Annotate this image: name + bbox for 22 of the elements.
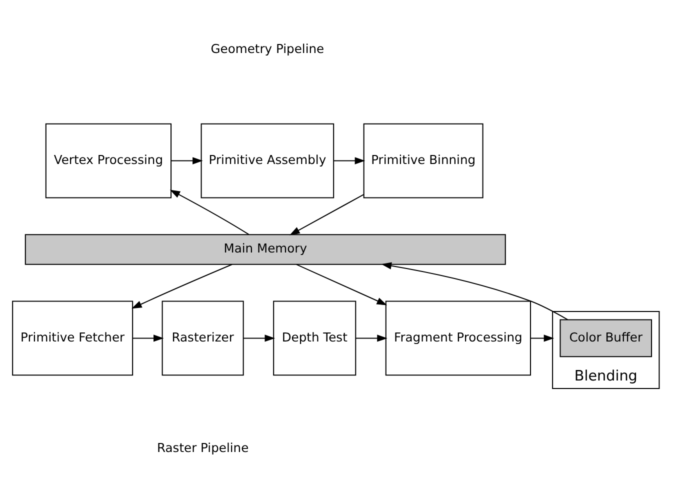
- arrow: [290, 194, 364, 236]
- arrow: [132, 264, 232, 309]
- arrow: [243, 334, 276, 342]
- node-box: Color Buffer: [560, 319, 652, 358]
- arrow: [381, 262, 568, 320]
- arrow: [170, 190, 250, 235]
- node-box: Fragment Processing: [385, 300, 532, 376]
- node-box: Primitive Binning: [363, 123, 484, 198]
- arrow: [132, 334, 164, 342]
- node-box: Vertex Processing: [45, 123, 172, 198]
- node-box: Primitive Assembly: [200, 123, 334, 198]
- arrow: [296, 264, 388, 306]
- arrow: [171, 157, 203, 164]
- node-box: Primitive Fetcher: [12, 300, 134, 376]
- label: Raster Pipeline: [156, 441, 249, 456]
- node-box: Rasterizer: [162, 300, 244, 376]
- arrow: [334, 157, 366, 164]
- label: Geometry Pipeline: [210, 42, 324, 56]
- arrow: [356, 334, 388, 342]
- node-box: Depth Test: [273, 300, 356, 376]
- arrow: [530, 334, 554, 342]
- node-box: Main Memory: [24, 234, 506, 265]
